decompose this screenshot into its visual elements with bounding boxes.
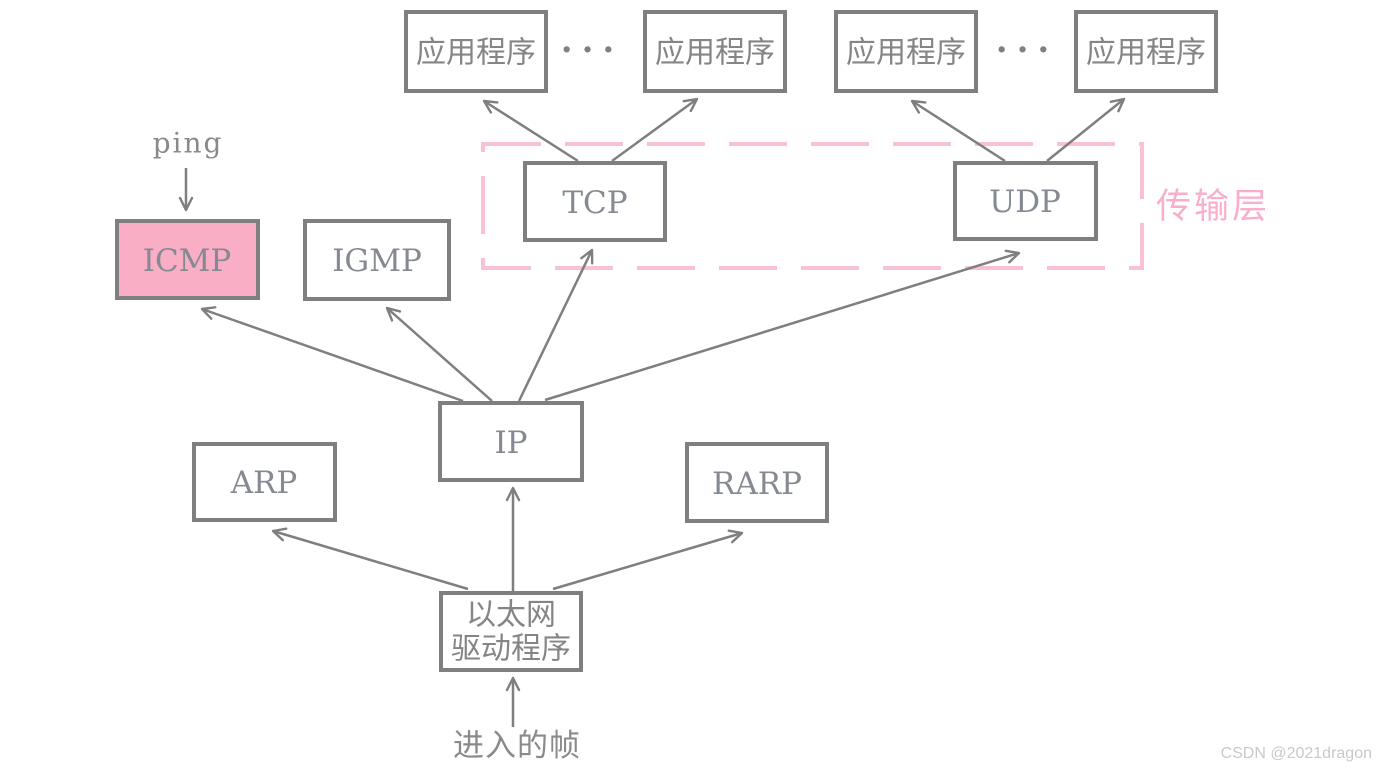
ellipsis-left: ···	[561, 30, 624, 70]
node-arp: ARP	[192, 442, 337, 522]
application-box	[643, 10, 787, 93]
arrow-udp-to-app4	[1046, 97, 1126, 162]
ip-label: IP	[494, 425, 527, 461]
application-box	[1074, 10, 1218, 93]
tcp-label: TCP	[562, 185, 627, 221]
arrow-ip-to-igmp	[385, 306, 493, 402]
rarp-box	[685, 442, 829, 523]
arrow-ip-to-tcp	[517, 248, 594, 402]
node-udp: UDP	[953, 161, 1098, 241]
node-tcp: TCP	[523, 161, 667, 242]
tcp-box	[523, 161, 667, 242]
arp-box	[192, 442, 337, 522]
rarp-label: RARP	[712, 466, 802, 502]
watermark-text: CSDN @2021dragon	[1221, 745, 1372, 762]
application-box	[404, 10, 548, 93]
ping-label: ping	[153, 127, 224, 160]
arrow-tcp-to-app2	[611, 97, 699, 163]
node-application-1: 应用程序	[404, 10, 548, 93]
arrow-layer	[178, 97, 1126, 727]
arrow-ethernet-to-rarp	[552, 529, 744, 591]
node-ip: IP	[438, 401, 584, 482]
node-ethernet-driver: 以太网 驱动程序	[439, 591, 583, 672]
application-label: 应用程序	[1086, 36, 1206, 71]
transport-layer-dashed-box	[481, 142, 1144, 270]
incoming-frame-label: 进入的帧	[453, 728, 581, 764]
application-label: 应用程序	[846, 36, 966, 71]
ethernet-driver-label-line2: 驱动程序	[451, 632, 571, 667]
icmp-label: ICMP	[143, 243, 232, 279]
transport-layer-label: 传输层	[1156, 187, 1270, 227]
arrow-udp-to-app3	[910, 99, 1006, 163]
arrow-ethernet-to-arp	[271, 527, 469, 591]
igmp-box	[303, 219, 451, 301]
icmp-box-highlighted	[115, 219, 260, 300]
node-igmp: IGMP	[303, 219, 451, 301]
arrow-tcp-to-app1	[482, 99, 579, 163]
igmp-label: IGMP	[332, 243, 422, 279]
arrow-ip-to-udp	[544, 249, 1021, 402]
arrow-ip-to-icmp	[200, 306, 464, 403]
node-application-4: 应用程序	[1074, 10, 1218, 93]
ethernet-driver-box	[439, 591, 583, 672]
application-label: 应用程序	[416, 36, 536, 71]
node-rarp: RARP	[685, 442, 829, 523]
node-application-2: 应用程序	[643, 10, 787, 93]
application-label: 应用程序	[655, 36, 775, 71]
ethernet-driver-label-line1: 以太网	[466, 598, 556, 633]
ellipsis-right: ···	[996, 30, 1059, 70]
application-box	[834, 10, 978, 93]
udp-box	[953, 161, 1098, 241]
node-application-3: 应用程序	[834, 10, 978, 93]
ip-box	[438, 401, 584, 482]
udp-label: UDP	[989, 184, 1061, 220]
node-icmp: ICMP	[115, 219, 260, 300]
arp-label: ARP	[230, 465, 298, 501]
